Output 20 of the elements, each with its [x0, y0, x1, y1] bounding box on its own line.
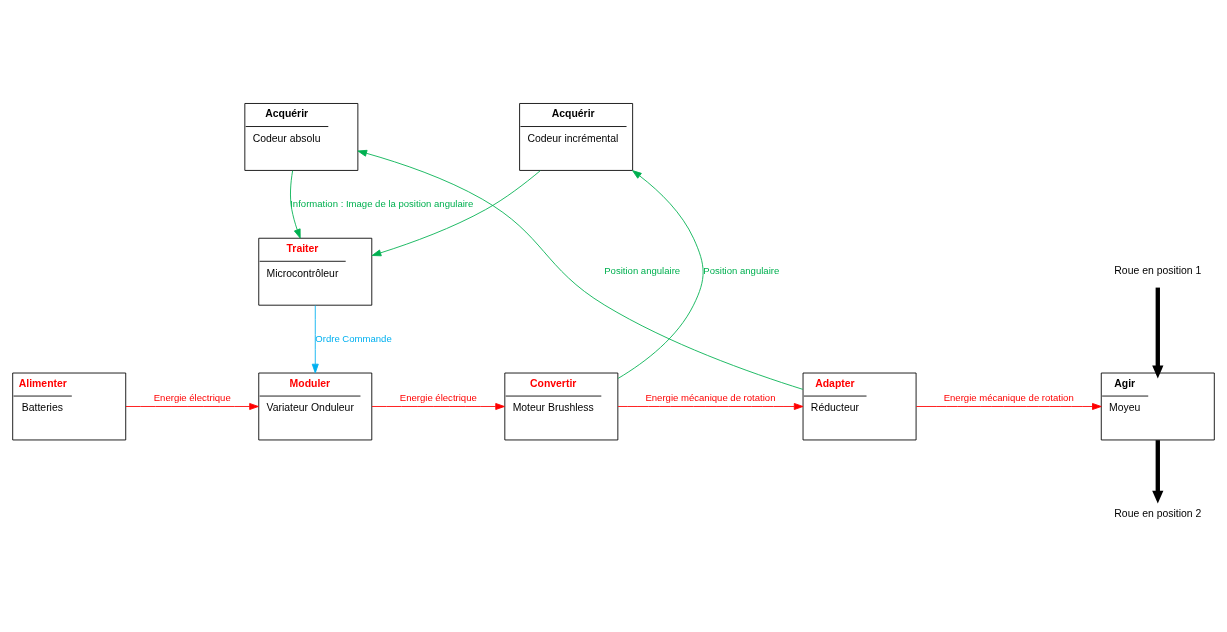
arrow: [371, 169, 541, 256]
arrow: [617, 402, 804, 410]
edge-label: Energie mécanique de rotation: [943, 391, 1074, 403]
edge-label: Information : Image de la position angulaire: [290, 197, 474, 209]
arrow: [311, 304, 319, 373]
arrow: [290, 169, 301, 239]
node-text: Roue en position 2: [1114, 507, 1202, 519]
arrow: [371, 402, 505, 410]
edge-label: Energie mécanique de rotation: [645, 391, 776, 403]
edge-label: Position angulaire: [703, 264, 780, 276]
arrow: [1152, 287, 1164, 378]
edge-label: Position angulaire: [604, 264, 681, 276]
arrow: [1152, 439, 1164, 504]
node-text: Roue en position 1: [1114, 264, 1202, 276]
arrow: [125, 402, 259, 410]
arrow: [617, 169, 704, 379]
edge-label: Energie électrique: [153, 391, 231, 403]
arrow: [915, 402, 1102, 410]
edge-label: Energie électrique: [399, 391, 477, 403]
arrow: [357, 149, 804, 390]
